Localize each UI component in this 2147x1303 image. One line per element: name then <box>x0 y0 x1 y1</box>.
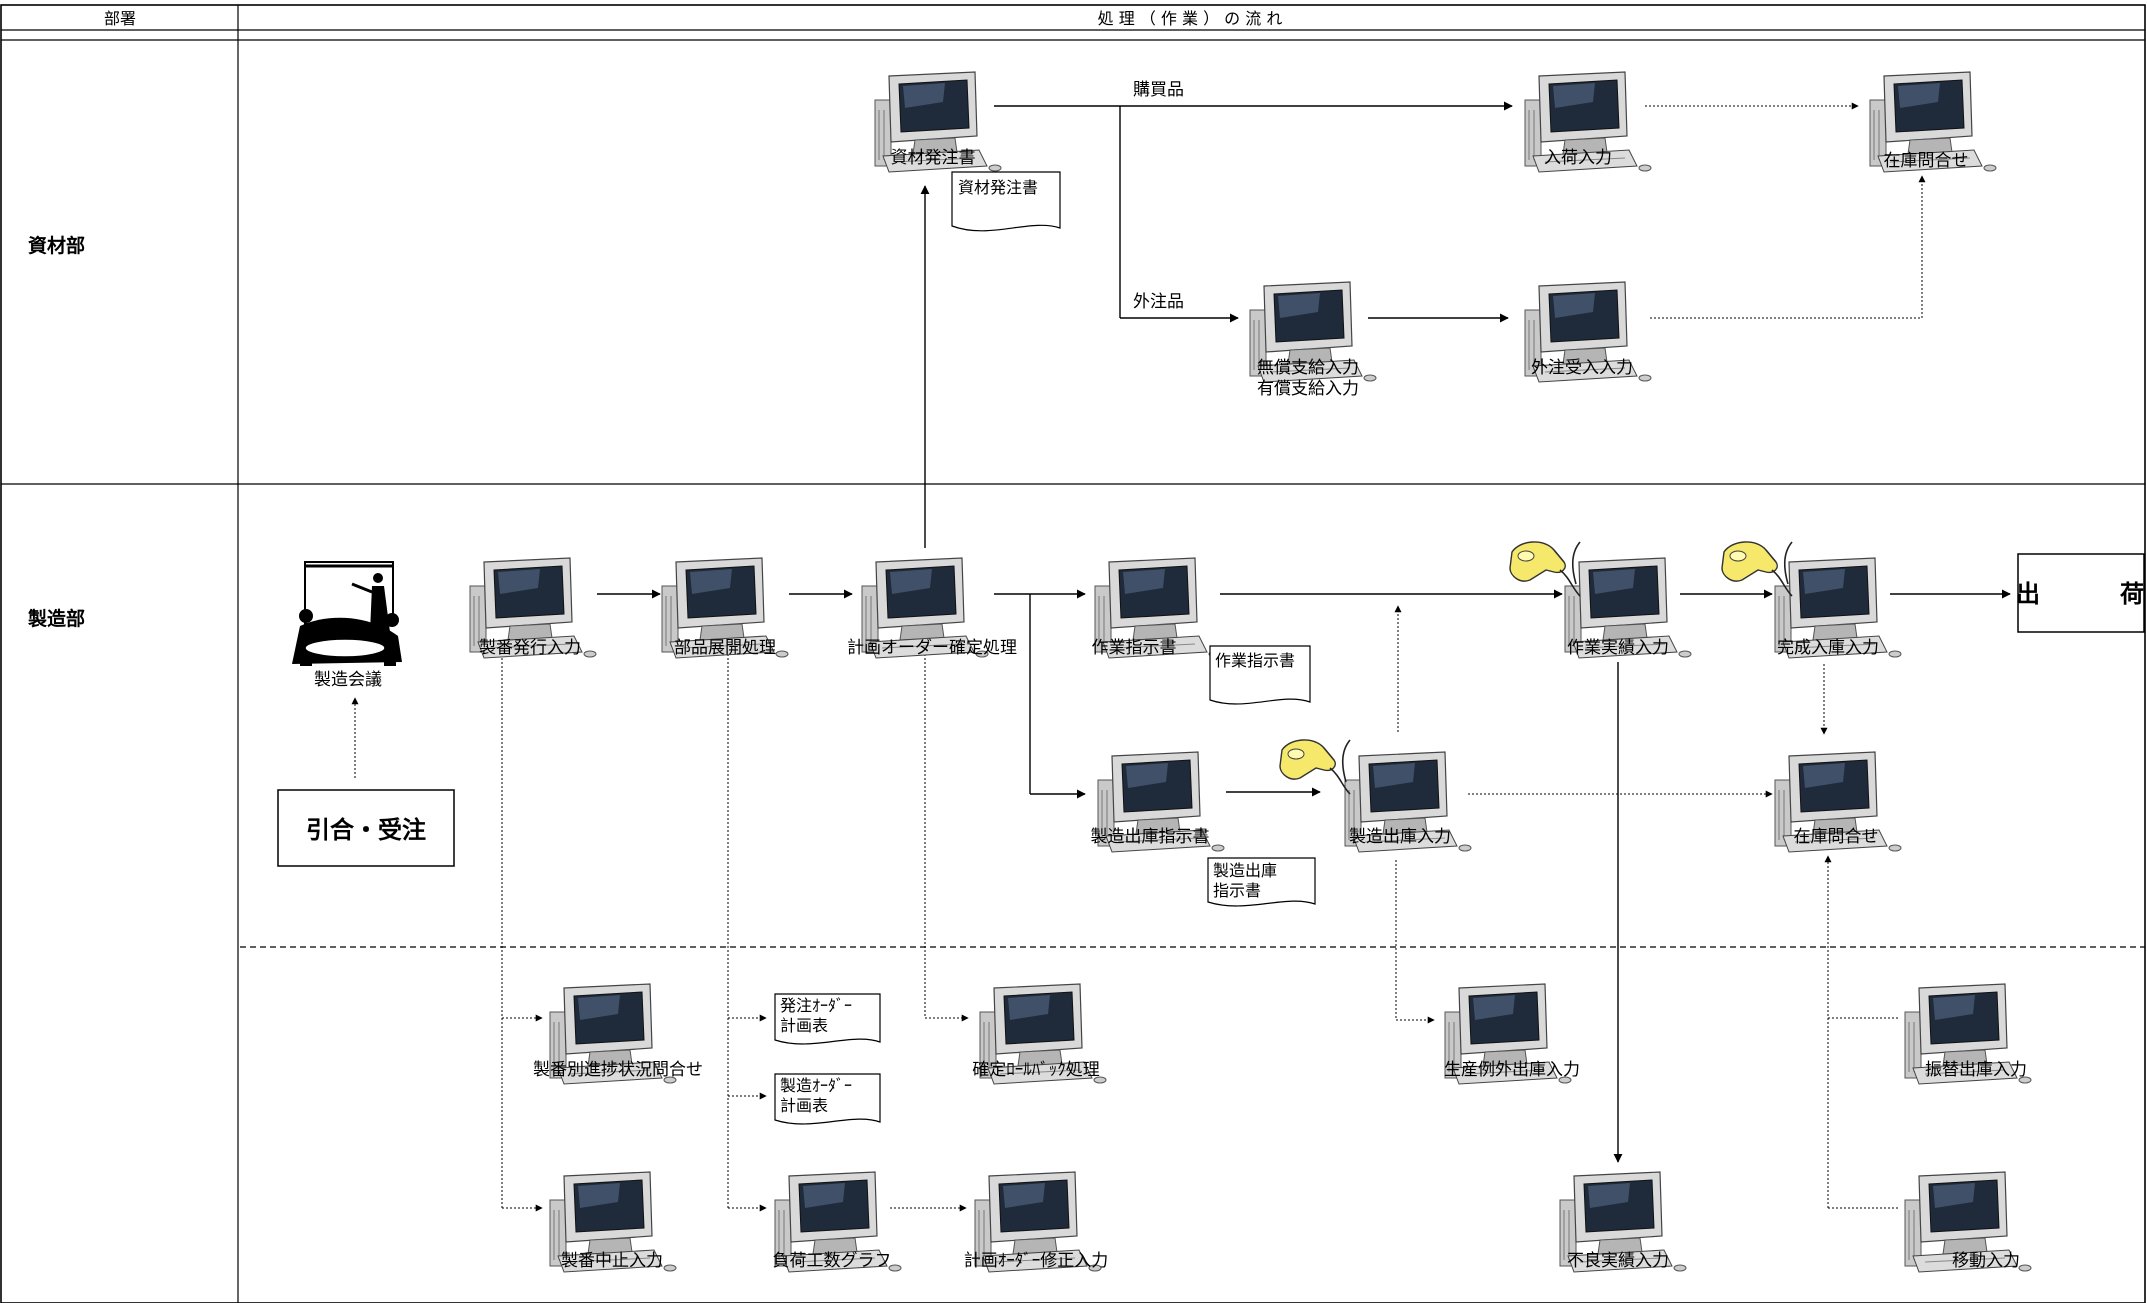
node-furyo-jisseki: 不良実績入力 <box>1559 1171 1687 1273</box>
dept-shizai: 資材部 <box>28 234 85 257</box>
node-sagyo-shiji: 作業指示書 <box>1092 557 1222 659</box>
node-label: 製番発行入力 <box>479 638 581 658</box>
document-text: 発注ｵｰﾀﾞｰ <box>780 996 852 1015</box>
box-shukka: 出 荷 <box>2016 553 2147 633</box>
node-label: 在庫問合せ <box>1794 827 1879 847</box>
document-icon <box>774 993 881 1045</box>
node-label: 製造出庫入力 <box>1349 827 1451 847</box>
node-seiban-hakko: 製番発行入力 <box>469 557 597 659</box>
node-shizai-hacchu: 資材発注書 <box>874 71 1002 173</box>
node-seiban-chushi: 製番中止入力 <box>549 1171 677 1273</box>
node-shikyu: 無償支給入力 有償支給入力 <box>1249 281 1377 399</box>
doc-shizai-hacchu: 資材発注書 <box>951 171 1061 232</box>
document-text: 製造出庫 <box>1213 861 1277 880</box>
document-text: 計画表 <box>780 1096 828 1115</box>
node-label: 不良実績入力 <box>1567 1251 1669 1271</box>
doc-seizo-shukko: 製造出庫 指示書 <box>1207 857 1316 907</box>
barcode-scanner-icon <box>1279 739 1351 795</box>
node-label: 製造出庫指示書 <box>1091 827 1210 847</box>
doc-sagyo-shiji: 作業指示書 <box>1209 645 1311 705</box>
node-ido-nyuryoku: 移動入力 <box>1904 1171 2032 1273</box>
node-gaichu-ukeire: 外注受入入力 <box>1524 281 1652 383</box>
box-label: 出 荷 <box>2016 580 2147 608</box>
node-label: 有償支給入力 <box>1257 379 1359 399</box>
node-keikaku-order: 計画オーダー確定処理 <box>847 557 1017 659</box>
node-label: 計画ｵｰﾀﾞｰ修正入力 <box>964 1251 1109 1271</box>
document-text: 製造ｵｰﾀﾞｰ <box>780 1076 852 1095</box>
node-label: 製番中止入力 <box>561 1251 663 1271</box>
node-label: 作業指示書 <box>1092 638 1177 658</box>
node-label: 作業実績入力 <box>1567 638 1669 658</box>
node-label: 外注受入入力 <box>1531 358 1633 378</box>
node-label: 製造会議 <box>314 670 382 690</box>
document-icon <box>1207 857 1316 907</box>
document-text: 指示書 <box>1213 881 1261 900</box>
meeting-icon <box>292 561 402 666</box>
document-text: 作業指示書 <box>1215 651 1295 670</box>
node-label: 製番別進捗状況問合せ <box>533 1060 703 1080</box>
document-icon <box>951 171 1061 232</box>
node-sagyo-jisseki: 作業実績入力 <box>1509 541 1692 659</box>
node-label: 生産例外出庫入力 <box>1444 1060 1580 1080</box>
node-label: 計画オーダー確定処理 <box>847 638 1017 658</box>
node-seizo-kaigi: 製造会議 <box>292 561 402 690</box>
node-kansei-nyuko: 完成入庫入力 <box>1721 541 1902 659</box>
header-flow-col: 処 理 （ 作 業 ） の 流 れ <box>1098 9 1283 28</box>
edge-label-konyu: 購買品 <box>1133 80 1184 100</box>
node-zaiko-toiawase-2: 在庫問合せ <box>1774 751 1902 853</box>
doc-hacchu-order: 発注ｵｰﾀﾞｰ 計画表 <box>774 993 881 1045</box>
box-hikiai: 引合・受注 <box>277 789 455 867</box>
node-label: 資材発注書 <box>891 148 976 168</box>
box-label: 引合・受注 <box>306 816 426 844</box>
dept-seizo: 製造部 <box>27 607 85 630</box>
node-seisan-reigai: 生産例外出庫入力 <box>1444 983 1580 1085</box>
node-nyuka-nyuryoku: 入荷入力 <box>1524 71 1652 173</box>
doc-seizo-order: 製造ｵｰﾀﾞｰ 計画表 <box>774 1073 881 1125</box>
node-kakutei-rollback: 確定ﾛｰﾙﾊﾞｯｸ処理 <box>972 983 1107 1085</box>
node-seizo-shukko-shiji: 製造出庫指示書 <box>1091 751 1225 853</box>
node-zaiko-toiawase-1: 在庫問合せ <box>1869 71 1997 173</box>
node-label: 完成入庫入力 <box>1777 638 1879 658</box>
node-label: 負荷工数グラフ <box>773 1251 892 1271</box>
header-dept-col: 部署 <box>104 9 136 28</box>
document-icon <box>774 1073 881 1125</box>
node-fuka-kosu: 負荷工数グラフ <box>773 1171 902 1273</box>
document-text: 資材発注書 <box>958 178 1038 197</box>
edge-label-gaichu: 外注品 <box>1133 292 1184 312</box>
node-label: 振替出庫入力 <box>1925 1060 2027 1080</box>
table-grid <box>0 4 2146 1303</box>
node-label: 移動入力 <box>1952 1251 2020 1271</box>
node-label: 確定ﾛｰﾙﾊﾞｯｸ処理 <box>972 1060 1100 1080</box>
node-seiban-shinchoku: 製番別進捗状況問合せ <box>533 983 703 1085</box>
node-label: 入荷入力 <box>1544 148 1612 168</box>
solid-connectors <box>597 101 2011 1163</box>
node-label: 無償支給入力 <box>1257 358 1359 378</box>
node-furikae-shukko: 振替出庫入力 <box>1904 983 2032 1085</box>
document-text: 計画表 <box>780 1016 828 1035</box>
node-buhin-tenkai: 部品展開処理 <box>661 557 789 659</box>
document-icon <box>1209 645 1311 705</box>
dotted-connectors <box>351 102 1926 1212</box>
node-keikaku-order-shusei: 計画ｵｰﾀﾞｰ修正入力 <box>964 1171 1109 1273</box>
node-label: 在庫問合せ <box>1884 151 1969 171</box>
node-label: 部品展開処理 <box>674 638 776 658</box>
node-seizo-shukko: 製造出庫入力 <box>1279 739 1472 853</box>
